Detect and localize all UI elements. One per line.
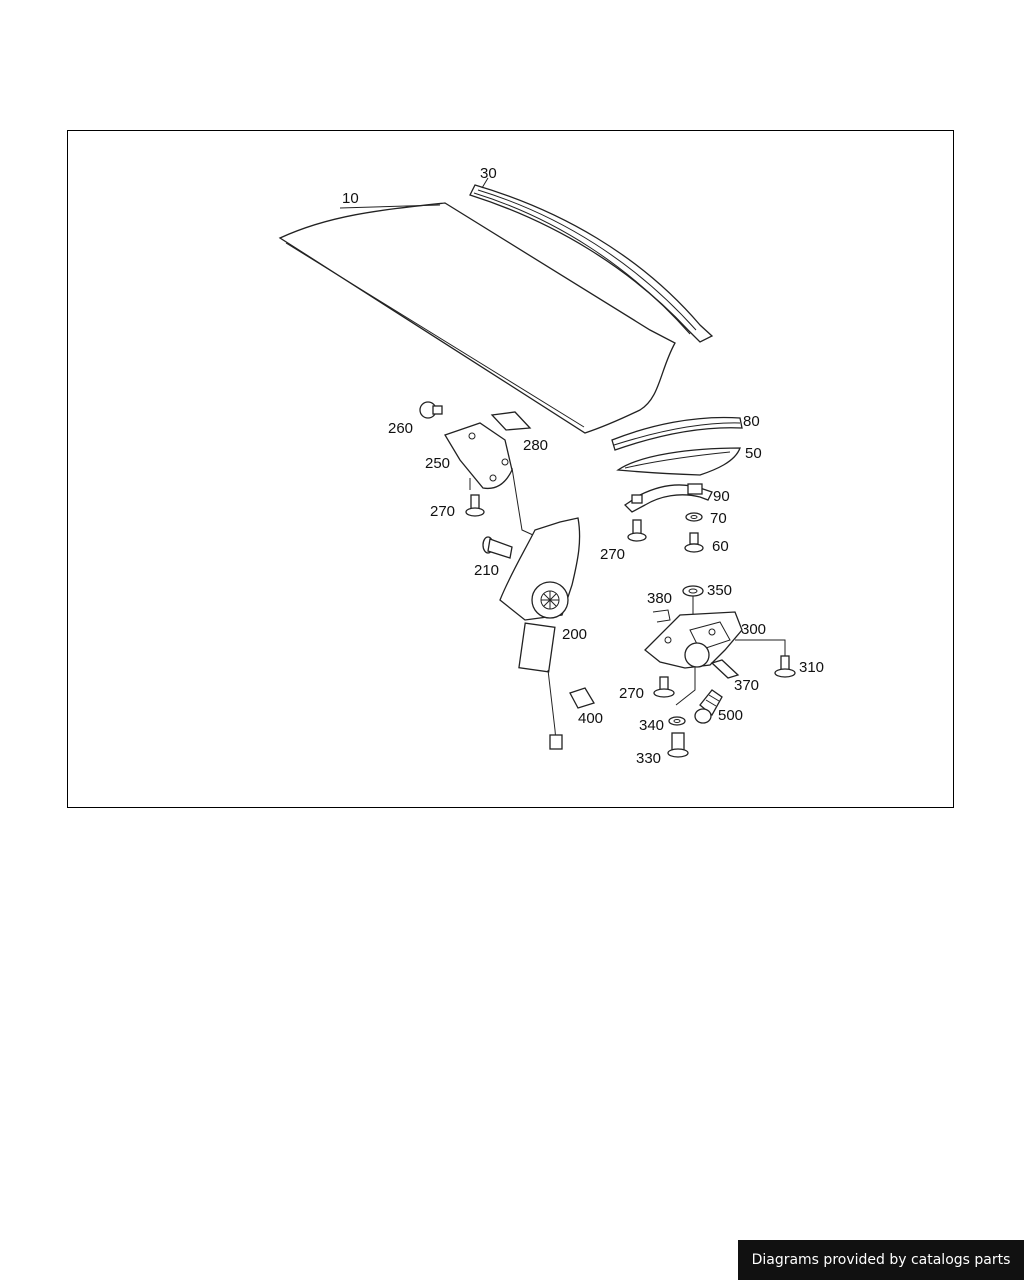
callout-80: 80 bbox=[743, 413, 760, 430]
callout-270-left: 270 bbox=[430, 503, 455, 520]
bolt-210-part bbox=[482, 536, 513, 559]
mechanism-300-part bbox=[644, 611, 786, 706]
callout-300: 300 bbox=[741, 621, 766, 638]
callout-400: 400 bbox=[578, 710, 603, 727]
bolt-270-upper-right-part bbox=[627, 519, 647, 542]
top-seal-part bbox=[469, 177, 714, 343]
callout-200: 200 bbox=[562, 626, 587, 643]
callout-370: 370 bbox=[734, 677, 759, 694]
callout-280: 280 bbox=[523, 437, 548, 454]
bolt-310-part bbox=[774, 655, 796, 678]
callout-270-bottom: 270 bbox=[619, 685, 644, 702]
callout-310: 310 bbox=[799, 659, 824, 676]
parts-diagram-frame bbox=[67, 130, 954, 808]
callout-270-upper-right: 270 bbox=[600, 546, 625, 563]
bracket-part bbox=[623, 483, 713, 513]
felt-strip-part bbox=[616, 447, 741, 476]
callout-60: 60 bbox=[712, 538, 729, 555]
callout-70: 70 bbox=[710, 510, 727, 527]
callout-50: 50 bbox=[745, 445, 762, 462]
plug-400-part bbox=[569, 687, 595, 709]
callout-30: 30 bbox=[480, 165, 497, 182]
callout-330: 330 bbox=[636, 750, 661, 767]
bolt-270-bottom-part bbox=[653, 676, 675, 698]
clip-260-part bbox=[419, 401, 443, 419]
sleeve-330-part bbox=[667, 732, 689, 758]
callout-90: 90 bbox=[713, 488, 730, 505]
plate-370-part bbox=[710, 659, 740, 679]
callout-340: 340 bbox=[639, 717, 664, 734]
callout-260: 260 bbox=[388, 420, 413, 437]
washer-340-part bbox=[668, 716, 686, 726]
screw-60-part bbox=[684, 532, 704, 553]
callout-10: 10 bbox=[342, 190, 359, 207]
callout-250: 250 bbox=[425, 455, 450, 472]
bracket-plate-250-part bbox=[444, 422, 534, 536]
bolt-270-left-part bbox=[465, 494, 485, 517]
lower-seal-part bbox=[611, 416, 743, 451]
footer-credit: Diagrams provided by catalogs parts bbox=[738, 1240, 1024, 1280]
pad-280-part bbox=[490, 411, 532, 431]
washer-70-part bbox=[685, 512, 703, 522]
regulator-motor-200-part bbox=[499, 517, 581, 750]
callout-350: 350 bbox=[707, 582, 732, 599]
callout-500: 500 bbox=[718, 707, 743, 724]
clip-380-part bbox=[652, 609, 671, 623]
callout-210: 210 bbox=[474, 562, 499, 579]
window-glass-part bbox=[278, 202, 676, 434]
cylinder-500-part bbox=[694, 689, 723, 724]
callout-380: 380 bbox=[647, 590, 672, 607]
